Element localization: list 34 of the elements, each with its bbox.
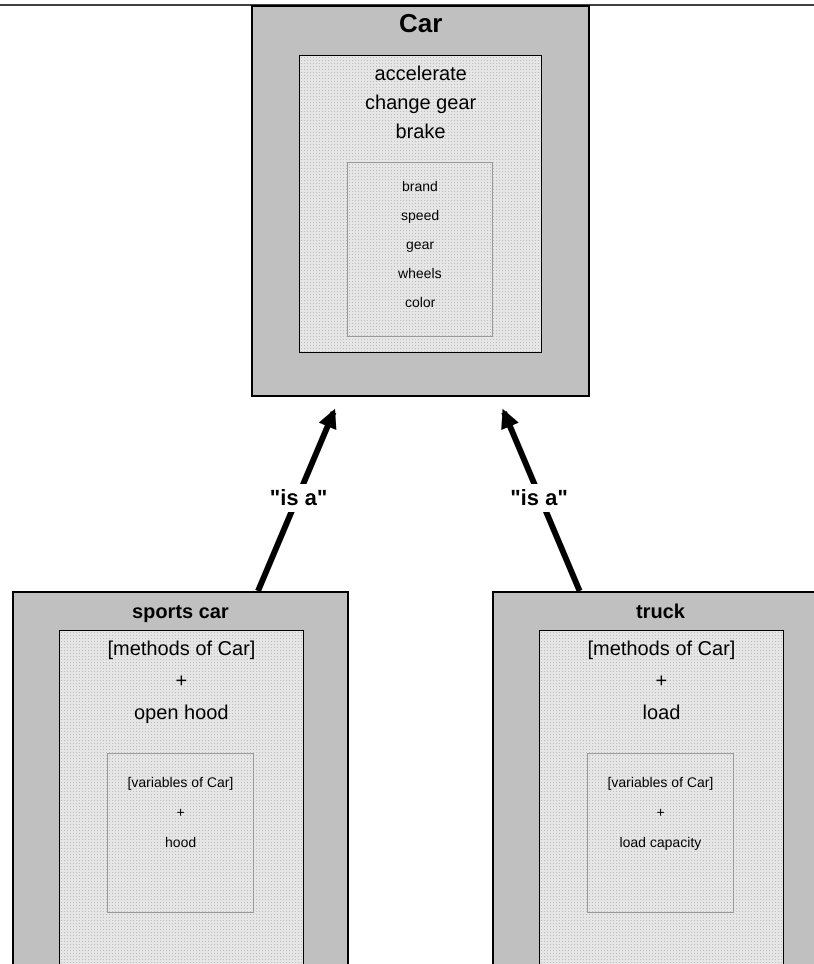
variable-name: load capacity: [620, 833, 702, 852]
inheritance-arrow: [501, 408, 582, 592]
class-box: [251, 5, 590, 397]
method-name: [methods of Car]: [588, 637, 736, 662]
variables-panel: [347, 162, 493, 337]
class-box: [492, 591, 814, 964]
method-name: brake: [396, 120, 446, 145]
class-box: [12, 591, 349, 964]
class-name: Car: [399, 9, 442, 37]
method-name: load: [642, 701, 680, 726]
inheritance-arrow: [255, 408, 336, 592]
method-name: +: [656, 669, 668, 694]
method-name: accelerate: [374, 62, 467, 87]
methods-panel: [59, 630, 304, 964]
variable-name: gear: [406, 235, 434, 254]
class-name: sports car: [132, 600, 229, 625]
method-name: open hood: [134, 701, 229, 726]
variables-panel: [107, 753, 254, 913]
variable-name: +: [656, 803, 665, 822]
variables-panel: [587, 753, 734, 913]
variable-name: hood: [165, 833, 196, 852]
method-name: [methods of Car]: [108, 637, 256, 662]
method-name: +: [176, 669, 188, 694]
variable-name: speed: [401, 206, 440, 225]
variable-name: wheels: [398, 264, 442, 283]
variable-name: [variables of Car]: [608, 773, 714, 792]
variable-name: brand: [402, 177, 438, 196]
variable-name: +: [176, 803, 185, 822]
methods-panel: [299, 55, 542, 353]
variable-name: [variables of Car]: [128, 773, 234, 792]
methods-panel: [539, 630, 784, 964]
variable-name: color: [405, 293, 436, 312]
class-name: truck: [636, 600, 685, 625]
method-name: change gear: [365, 91, 476, 116]
